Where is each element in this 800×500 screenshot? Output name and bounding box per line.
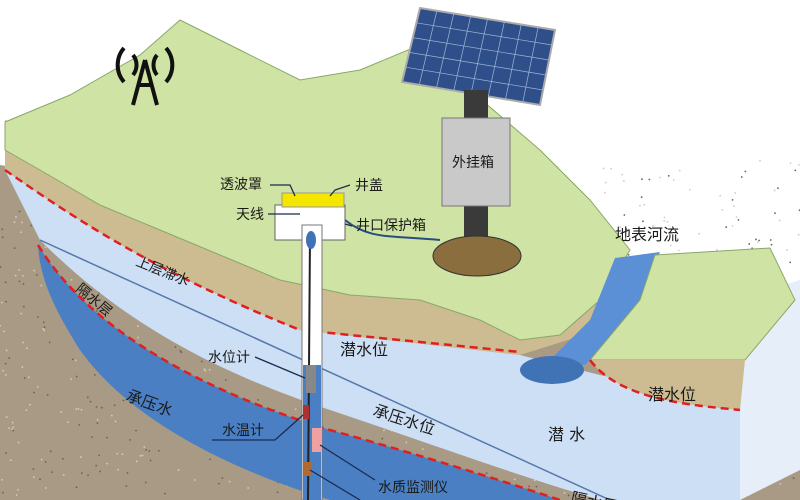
confined-aquifer — [38, 245, 560, 500]
right-block-soil — [590, 360, 745, 410]
leader-lines — [212, 184, 376, 500]
right-water-table — [589, 359, 741, 412]
label-water-level-gauge: 水位计 — [208, 350, 250, 366]
bottom-sensor — [304, 462, 312, 476]
label-phreatic-level-right: 潜水位 — [648, 385, 696, 404]
solar-panel-grid — [405, 10, 553, 103]
signal-tower-icon — [115, 46, 175, 106]
solar-panel — [400, 6, 557, 107]
label-antenna: 天线 — [236, 207, 264, 223]
label-water-quality-monitor: 水质监测仪 — [378, 480, 448, 496]
river-pool — [520, 356, 584, 384]
radome — [281, 192, 345, 208]
phreatic-aquifer — [5, 170, 740, 500]
label-aquitard-bottom: 隔水层 — [569, 488, 620, 500]
label-wellhead-box: 井口保护箱 — [356, 218, 426, 234]
confined-level-line — [39, 239, 611, 500]
cable — [344, 219, 441, 241]
label-well-cover: 井盖 — [355, 178, 383, 194]
external-box-label: 外挂箱 — [452, 155, 494, 171]
label-phreatic-level-center: 潜水位 — [340, 340, 388, 359]
water-level-sensor — [306, 365, 316, 393]
water-quality-sensor — [312, 428, 321, 452]
label-surface-river: 地表河流 — [615, 225, 679, 244]
river — [550, 252, 660, 365]
antenna-node — [306, 231, 316, 249]
water-table-line — [4, 168, 521, 354]
label-radome: 透波罩 — [220, 177, 262, 193]
label-water-temp-gauge: 水温计 — [222, 423, 264, 439]
water-temp-sensor — [303, 405, 309, 419]
pole-base — [432, 235, 522, 277]
external-box — [441, 117, 511, 207]
label-phreatic-water: 潜 水 — [548, 425, 585, 444]
